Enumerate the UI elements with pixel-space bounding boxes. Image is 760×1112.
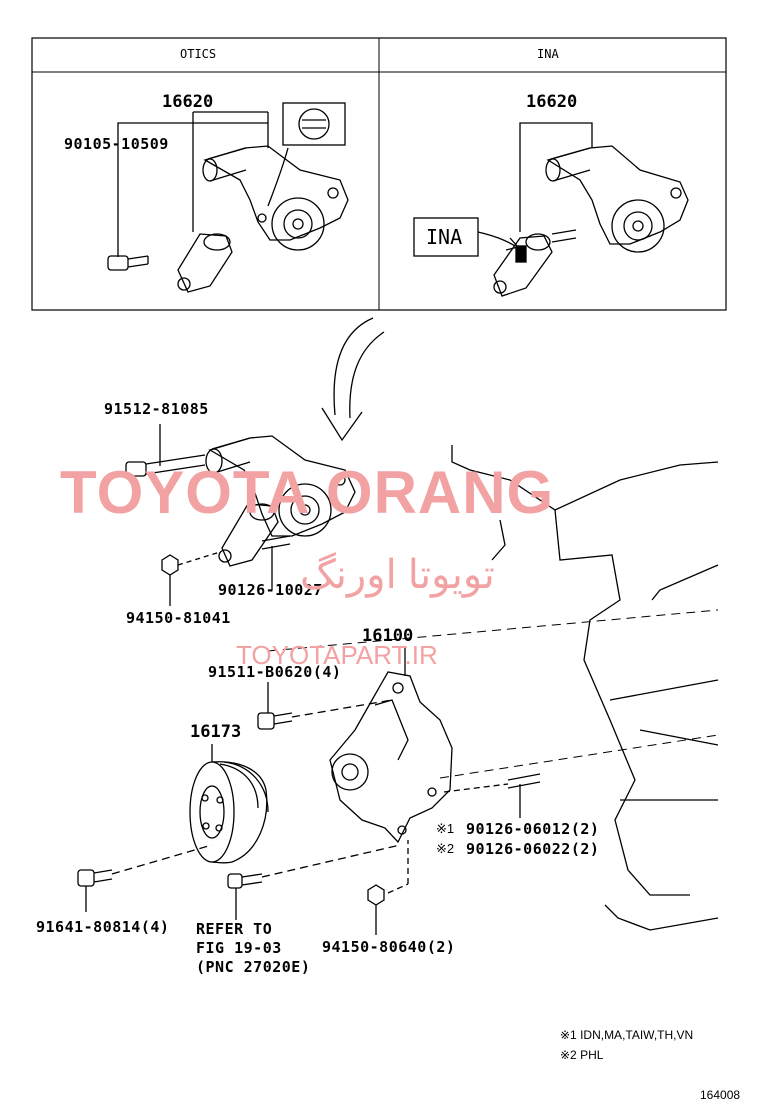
pulley-part-number[interactable]: 16173 <box>190 722 242 742</box>
ina-stamp-label: INA <box>426 225 463 249</box>
tensioner-stud-part-number[interactable]: 90126-10027 <box>218 581 323 599</box>
pump-leader-lines <box>267 609 719 779</box>
main-tensioner-nut <box>161 551 221 606</box>
otics-detail-inset <box>267 102 346 207</box>
pump-stud1-part-number[interactable]: 90126-06012(2) <box>466 820 600 838</box>
engine-block-outline <box>451 445 719 931</box>
region-note-1: ※1 IDN,MA,TAIW,TH,VN <box>560 1028 694 1042</box>
ina-tensioner-bracket <box>545 145 689 253</box>
ina-header: INA <box>537 47 559 61</box>
refer-line-3[interactable]: (PNC 27020E) <box>196 958 311 976</box>
ina-damper <box>493 229 577 297</box>
watermark-brand: TOYOTA ORANG <box>60 459 555 526</box>
pump-nut-part-number[interactable]: 94150-80640(2) <box>322 938 456 956</box>
region-note-2: ※2 PHL <box>560 1048 604 1062</box>
tensioner-bolt-part-number[interactable]: 91512-81085 <box>104 400 209 418</box>
main-tensioner-bolt <box>125 424 206 477</box>
refer-line-2[interactable]: FIG 19-03 <box>196 939 282 957</box>
refer-line-1[interactable]: REFER TO <box>196 920 273 938</box>
otics-damper <box>177 233 233 293</box>
figure-number: 164008 <box>700 1088 741 1102</box>
otics-assembly-part-number[interactable]: 16620 <box>162 92 214 112</box>
pump-assembly-part-number[interactable]: 16100 <box>362 626 414 646</box>
refer-bolt <box>227 844 401 920</box>
pump-bolt <box>257 682 393 730</box>
otics-tensioner-bracket <box>202 145 349 251</box>
water-pump <box>329 671 453 844</box>
otics-bolt-part-number[interactable]: 90105-10509 <box>64 135 169 153</box>
stud2-mark: ※2 <box>436 841 455 856</box>
otics-leaders <box>117 111 269 257</box>
pump-bolt-part-number[interactable]: 91511-B0620(4) <box>208 663 342 681</box>
main-tensioner <box>205 435 356 567</box>
watermark-persian: تویوتا اورنگ <box>300 553 495 597</box>
variant-table <box>31 37 727 311</box>
pump-stud <box>443 773 541 818</box>
ina-leaders <box>519 122 593 232</box>
pulley-bolt <box>77 844 213 912</box>
assembly-arrow <box>321 317 385 442</box>
tensioner-nut-part-number[interactable]: 94150-81041 <box>126 609 231 627</box>
pump-nut <box>367 840 409 935</box>
ina-assembly-part-number[interactable]: 16620 <box>526 92 578 112</box>
main-tensioner-stud <box>261 535 291 590</box>
otics-header: OTICS <box>180 47 217 61</box>
pulley-bolt-part-number[interactable]: 91641-80814(4) <box>36 918 170 936</box>
pump-pulley <box>189 744 269 864</box>
stud1-mark: ※1 <box>436 821 455 836</box>
otics-bolt <box>107 255 149 271</box>
pump-stud2-part-number[interactable]: 90126-06022(2) <box>466 840 600 858</box>
watermark-site: TOYOTAPART.IR <box>236 640 438 670</box>
